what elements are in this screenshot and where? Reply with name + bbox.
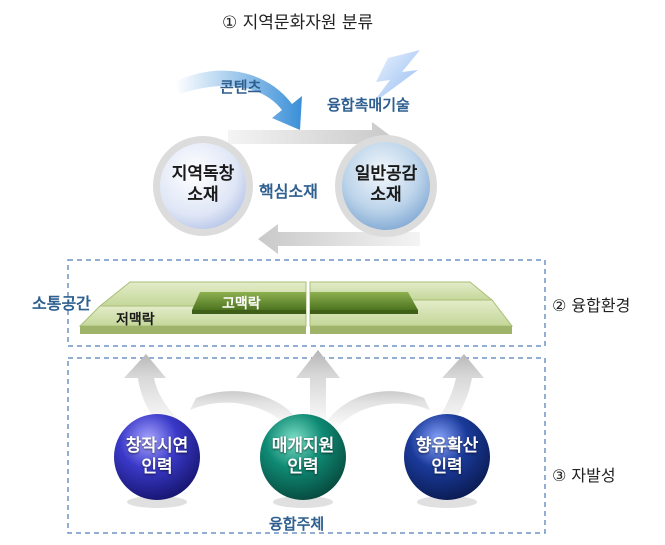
spontaneity-side-label: ③ 자발성 bbox=[552, 466, 616, 485]
high-context-label: 고맥락 bbox=[222, 296, 261, 312]
loop-arrow-top bbox=[228, 122, 392, 152]
right-circle-text: 일반공감 소재 bbox=[336, 164, 436, 206]
ball-creation-line-2: 인력 bbox=[141, 457, 173, 477]
fusion-tech-label: 융합촉매기술 bbox=[327, 96, 410, 114]
lightning-icon bbox=[372, 50, 420, 104]
diagram-title: ① 지역문화자원 분류 bbox=[222, 13, 374, 33]
high-context-block bbox=[192, 292, 418, 314]
ball-enjoyment-text: 향유확산 인력 bbox=[402, 436, 492, 478]
ball-creation-line-1: 창작시연 bbox=[125, 436, 189, 456]
ball-creation-text: 창작시연 인력 bbox=[112, 436, 202, 478]
left-circle-text: 지역독창 소재 bbox=[153, 164, 253, 206]
ball-mediation bbox=[260, 414, 346, 508]
environment-box bbox=[67, 259, 546, 347]
left-circle bbox=[153, 136, 253, 236]
core-material-label: 핵심소재 bbox=[259, 182, 318, 201]
up-arrow-right bbox=[430, 354, 484, 432]
ball-enjoyment-line-1: 향유확산 bbox=[415, 436, 479, 456]
ball-mediation-line-1: 매개지원 bbox=[271, 436, 335, 456]
communication-space-label: 소통공간 bbox=[32, 294, 91, 313]
subject-label: 융합주체 bbox=[269, 515, 325, 533]
ball-mediation-text: 매개지원 인력 bbox=[258, 436, 348, 478]
up-arrow-left bbox=[124, 354, 190, 430]
spontaneity-box bbox=[67, 357, 546, 534]
environment-side-label: ② 융합환경 bbox=[552, 296, 631, 315]
left-circle-line-1: 지역독창 bbox=[171, 164, 235, 184]
contents-label: 콘텐츠 bbox=[220, 78, 262, 96]
right-circle bbox=[335, 135, 437, 237]
platform bbox=[78, 281, 514, 334]
ball-mediation-line-2: 인력 bbox=[287, 457, 319, 477]
loop-arrow-bottom bbox=[258, 224, 420, 254]
left-circle-line-2: 소재 bbox=[187, 185, 219, 205]
right-circle-line-1: 일반공감 bbox=[354, 164, 418, 184]
right-circle-line-2: 소재 bbox=[370, 185, 402, 205]
ball-creation bbox=[114, 414, 200, 508]
contents-arrow bbox=[175, 70, 302, 130]
low-context-label: 저맥락 bbox=[116, 312, 155, 328]
ball-enjoyment bbox=[404, 414, 490, 508]
up-arrows-center bbox=[190, 350, 430, 430]
ball-enjoyment-line-2: 인력 bbox=[431, 457, 463, 477]
